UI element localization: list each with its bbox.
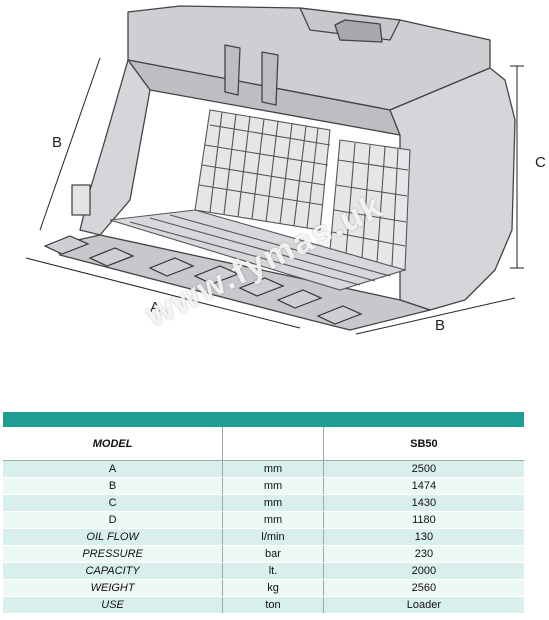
row-value: 1180 [323,511,524,529]
dimension-label-a: A [150,299,160,316]
skeleton-bucket-illustration: B A B C [25,5,546,335]
row-unit: mm [222,494,324,512]
row-value: 230 [323,545,524,563]
row-label: B [3,477,224,495]
header-model: MODEL [3,427,224,461]
row-unit: ton [222,596,324,614]
row-unit: bar [222,545,324,563]
bucket-body [54,5,516,331]
dimension-label-b-left: B [52,134,62,151]
dimension-label-b-right: B [435,317,445,334]
row-value: 2000 [323,562,524,580]
row-unit: kg [222,579,324,597]
row-unit: l/min [222,528,324,546]
row-label: PRESSURE [3,545,224,563]
skeleton-grid [109,109,411,291]
row-value: 2560 [323,579,524,597]
row-value: 1430 [323,494,524,512]
dimension-lines [25,57,524,335]
row-unit: lt. [222,562,324,580]
row-label: OIL FLOW [3,528,224,546]
row-label: A [3,460,224,478]
row-value: 1474 [323,477,524,495]
table-band [3,412,524,427]
dimension-label-c: C [535,154,546,171]
row-value: 130 [323,528,524,546]
row-unit: mm [222,511,324,529]
row-unit: mm [222,477,324,495]
row-label: D [3,511,224,529]
bucket-teeth [43,235,363,325]
header-unit [222,427,324,461]
table-header: MODEL SB50 [3,427,524,461]
row-label: CAPACITY [3,562,224,580]
row-label: WEIGHT [3,579,224,597]
row-unit: mm [222,460,324,478]
row-label: C [3,494,224,512]
row-value: 2500 [323,460,524,478]
row-value: Loader [323,596,524,614]
header-value: SB50 [323,427,524,461]
row-label: USE [3,596,224,614]
